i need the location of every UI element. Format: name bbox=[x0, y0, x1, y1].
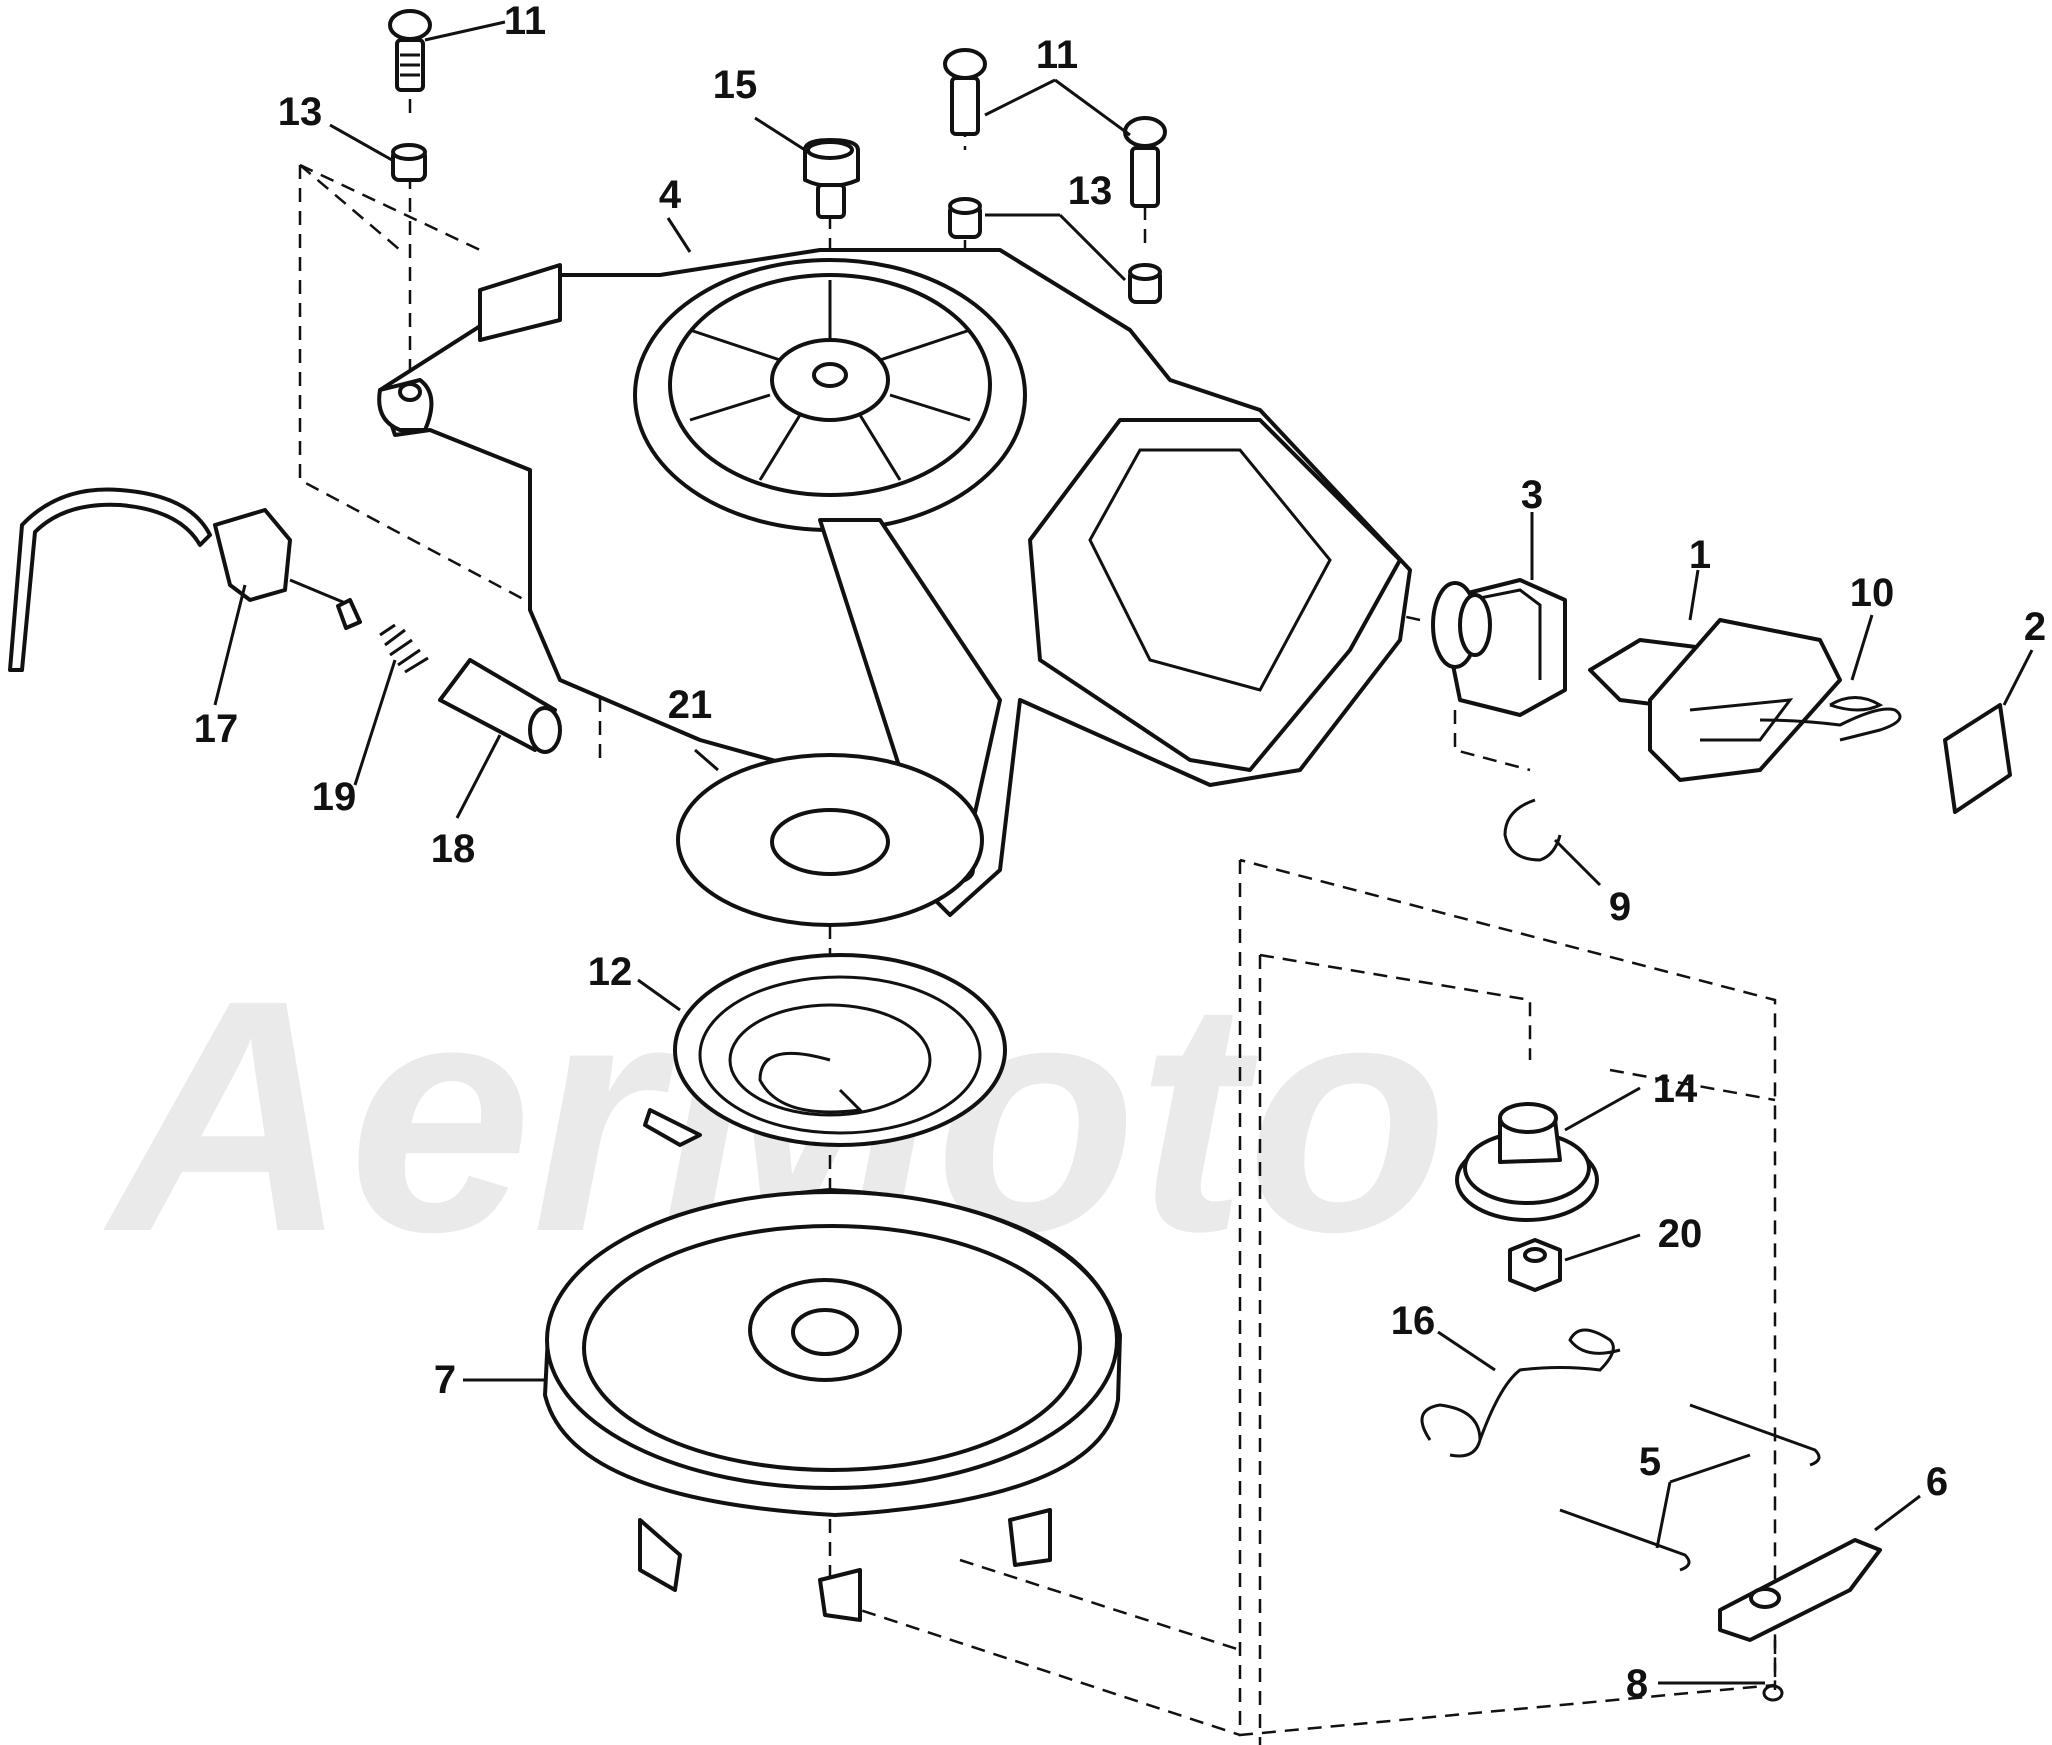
leader-lines bbox=[213, 20, 2034, 1685]
callout-21: 21 bbox=[668, 683, 713, 727]
starter-rope-10 bbox=[1759, 696, 1902, 742]
washer-13-right bbox=[1128, 263, 1162, 304]
starter-pulley-7 bbox=[543, 1188, 1122, 1622]
knob-15 bbox=[803, 138, 860, 219]
clip-16 bbox=[1420, 1328, 1621, 1458]
nut-20 bbox=[1508, 1238, 1562, 1292]
pawl-6 bbox=[1718, 1538, 1882, 1642]
plunger-18 bbox=[438, 658, 562, 754]
callout-8: 8 bbox=[1626, 1662, 1648, 1706]
retaining-ring-9 bbox=[1503, 798, 1562, 862]
washer-13-mid bbox=[948, 197, 982, 239]
callout-11-left: 11 bbox=[504, 0, 546, 43]
link-5 bbox=[1559, 1403, 1821, 1572]
rewind-spring-12 bbox=[643, 953, 1007, 1147]
rope-guide-3 bbox=[1431, 578, 1567, 717]
callout-7: 7 bbox=[434, 1358, 456, 1402]
cam-14 bbox=[1455, 1102, 1599, 1222]
starter-housing-4 bbox=[377, 248, 1412, 917]
callout-13-left: 13 bbox=[278, 90, 323, 134]
callout-10: 10 bbox=[1850, 571, 1895, 615]
callout-6: 6 bbox=[1926, 1460, 1948, 1504]
callout-11-right: 11 bbox=[1036, 33, 1078, 77]
callout-9: 9 bbox=[1609, 885, 1631, 929]
callout-15: 15 bbox=[713, 63, 758, 107]
callout-13-right: 13 bbox=[1068, 169, 1113, 213]
callout-3: 3 bbox=[1521, 473, 1543, 517]
starter-handle-1 bbox=[1588, 618, 1842, 782]
callout-17: 17 bbox=[194, 707, 239, 751]
callout-12: 12 bbox=[588, 950, 633, 994]
callout-20: 20 bbox=[1658, 1212, 1703, 1256]
cable-17 bbox=[8, 487, 351, 672]
callout-18: 18 bbox=[431, 827, 476, 871]
spring-plate-21 bbox=[676, 753, 984, 927]
callout-1: 1 bbox=[1689, 533, 1711, 577]
spring-19 bbox=[336, 598, 429, 674]
callout-19: 19 bbox=[312, 775, 357, 819]
callout-14: 14 bbox=[1653, 1067, 1698, 1111]
washer-13-left bbox=[391, 143, 427, 182]
screw-11-right bbox=[1123, 116, 1167, 208]
callout-5: 5 bbox=[1639, 1440, 1661, 1484]
callout-16: 16 bbox=[1391, 1299, 1436, 1343]
screw-11-mid bbox=[943, 48, 987, 136]
callout-2: 2 bbox=[2024, 605, 2046, 649]
callout-labels: 11 13 15 4 11 13 3 1 10 2 17 19 18 21 9 … bbox=[194, 0, 2046, 1706]
screw-11-left bbox=[388, 9, 432, 92]
clip-8 bbox=[1762, 1684, 1784, 1702]
handle-insert-2 bbox=[1943, 703, 2012, 814]
callout-4: 4 bbox=[659, 173, 682, 217]
